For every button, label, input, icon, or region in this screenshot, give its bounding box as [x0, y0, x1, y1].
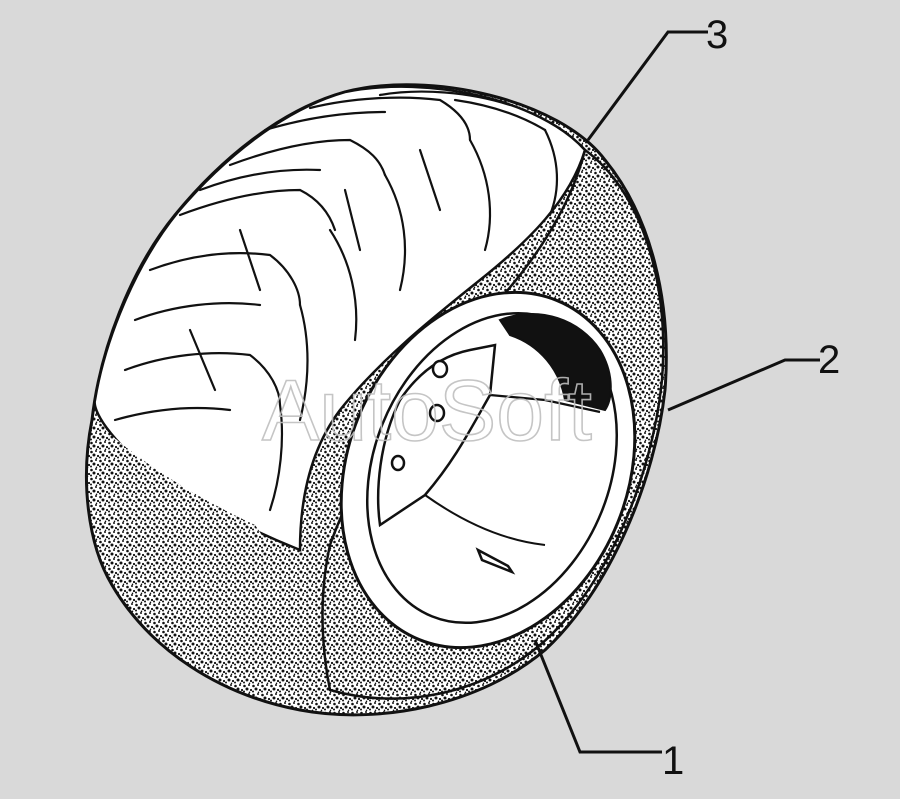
wheel-rim: [339, 290, 637, 650]
tread-lugs: [113, 90, 558, 512]
tread-shadow: [93, 420, 300, 640]
valve-stem: [475, 547, 516, 575]
leader-line-3: [586, 30, 708, 141]
leader-lines: [533, 30, 820, 754]
callout-label-3: 3: [706, 13, 728, 57]
bolt-hole: [428, 403, 446, 423]
wheel-disc: [376, 343, 497, 528]
leader-line-1: [533, 639, 662, 754]
rim-interior-shadow: [498, 313, 612, 412]
bolt-hole: [390, 454, 406, 472]
leader-line-2: [667, 358, 820, 412]
bolt-hole: [431, 359, 449, 379]
watermark: AutoSoft: [262, 363, 592, 459]
callout-label-1: 1: [662, 739, 684, 783]
callout-label-2: 2: [818, 338, 840, 382]
